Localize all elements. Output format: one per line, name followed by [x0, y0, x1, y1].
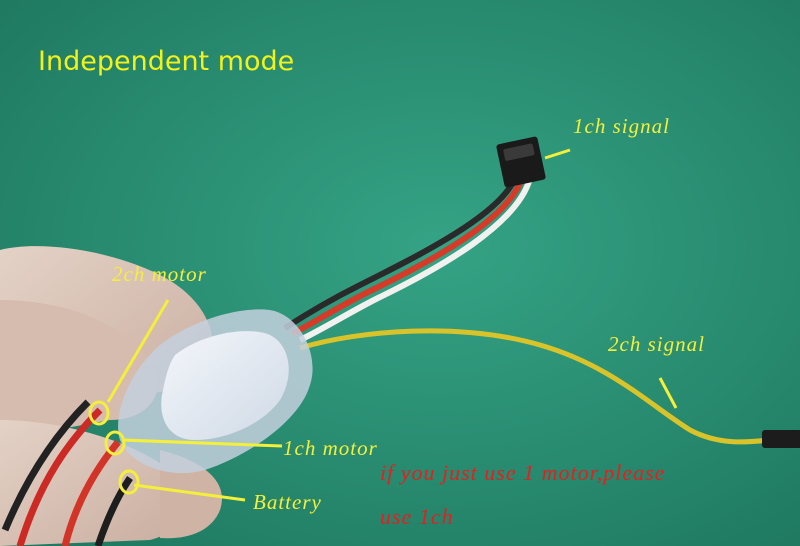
label-1ch-signal: 1ch signal	[573, 114, 670, 138]
signal-cable-white	[298, 177, 533, 343]
signal-connector-2ch	[762, 430, 800, 448]
label-2ch-signal: 2ch signal	[608, 332, 705, 356]
note-line-2: use 1ch	[380, 504, 454, 529]
esc-board	[118, 309, 313, 474]
motor-wire-black-b	[94, 476, 133, 546]
signal-connector-1ch	[496, 136, 546, 188]
motor-wire-red-a	[16, 407, 103, 546]
signal-wire-2ch	[299, 328, 771, 445]
signal-cable-red	[290, 176, 525, 337]
pointer-lines	[106, 148, 678, 502]
page-title: Independent mode	[38, 46, 295, 77]
note-line-1: if you just use 1 motor,please	[380, 460, 666, 485]
solder-pad-circles	[88, 400, 140, 495]
label-1ch-motor: 1ch motor	[283, 436, 378, 460]
label-battery: Battery	[253, 490, 322, 514]
motor-wire-black-a	[1, 399, 91, 532]
signal-cable-black	[283, 176, 518, 331]
label-2ch-motor: 2ch motor	[112, 262, 207, 286]
